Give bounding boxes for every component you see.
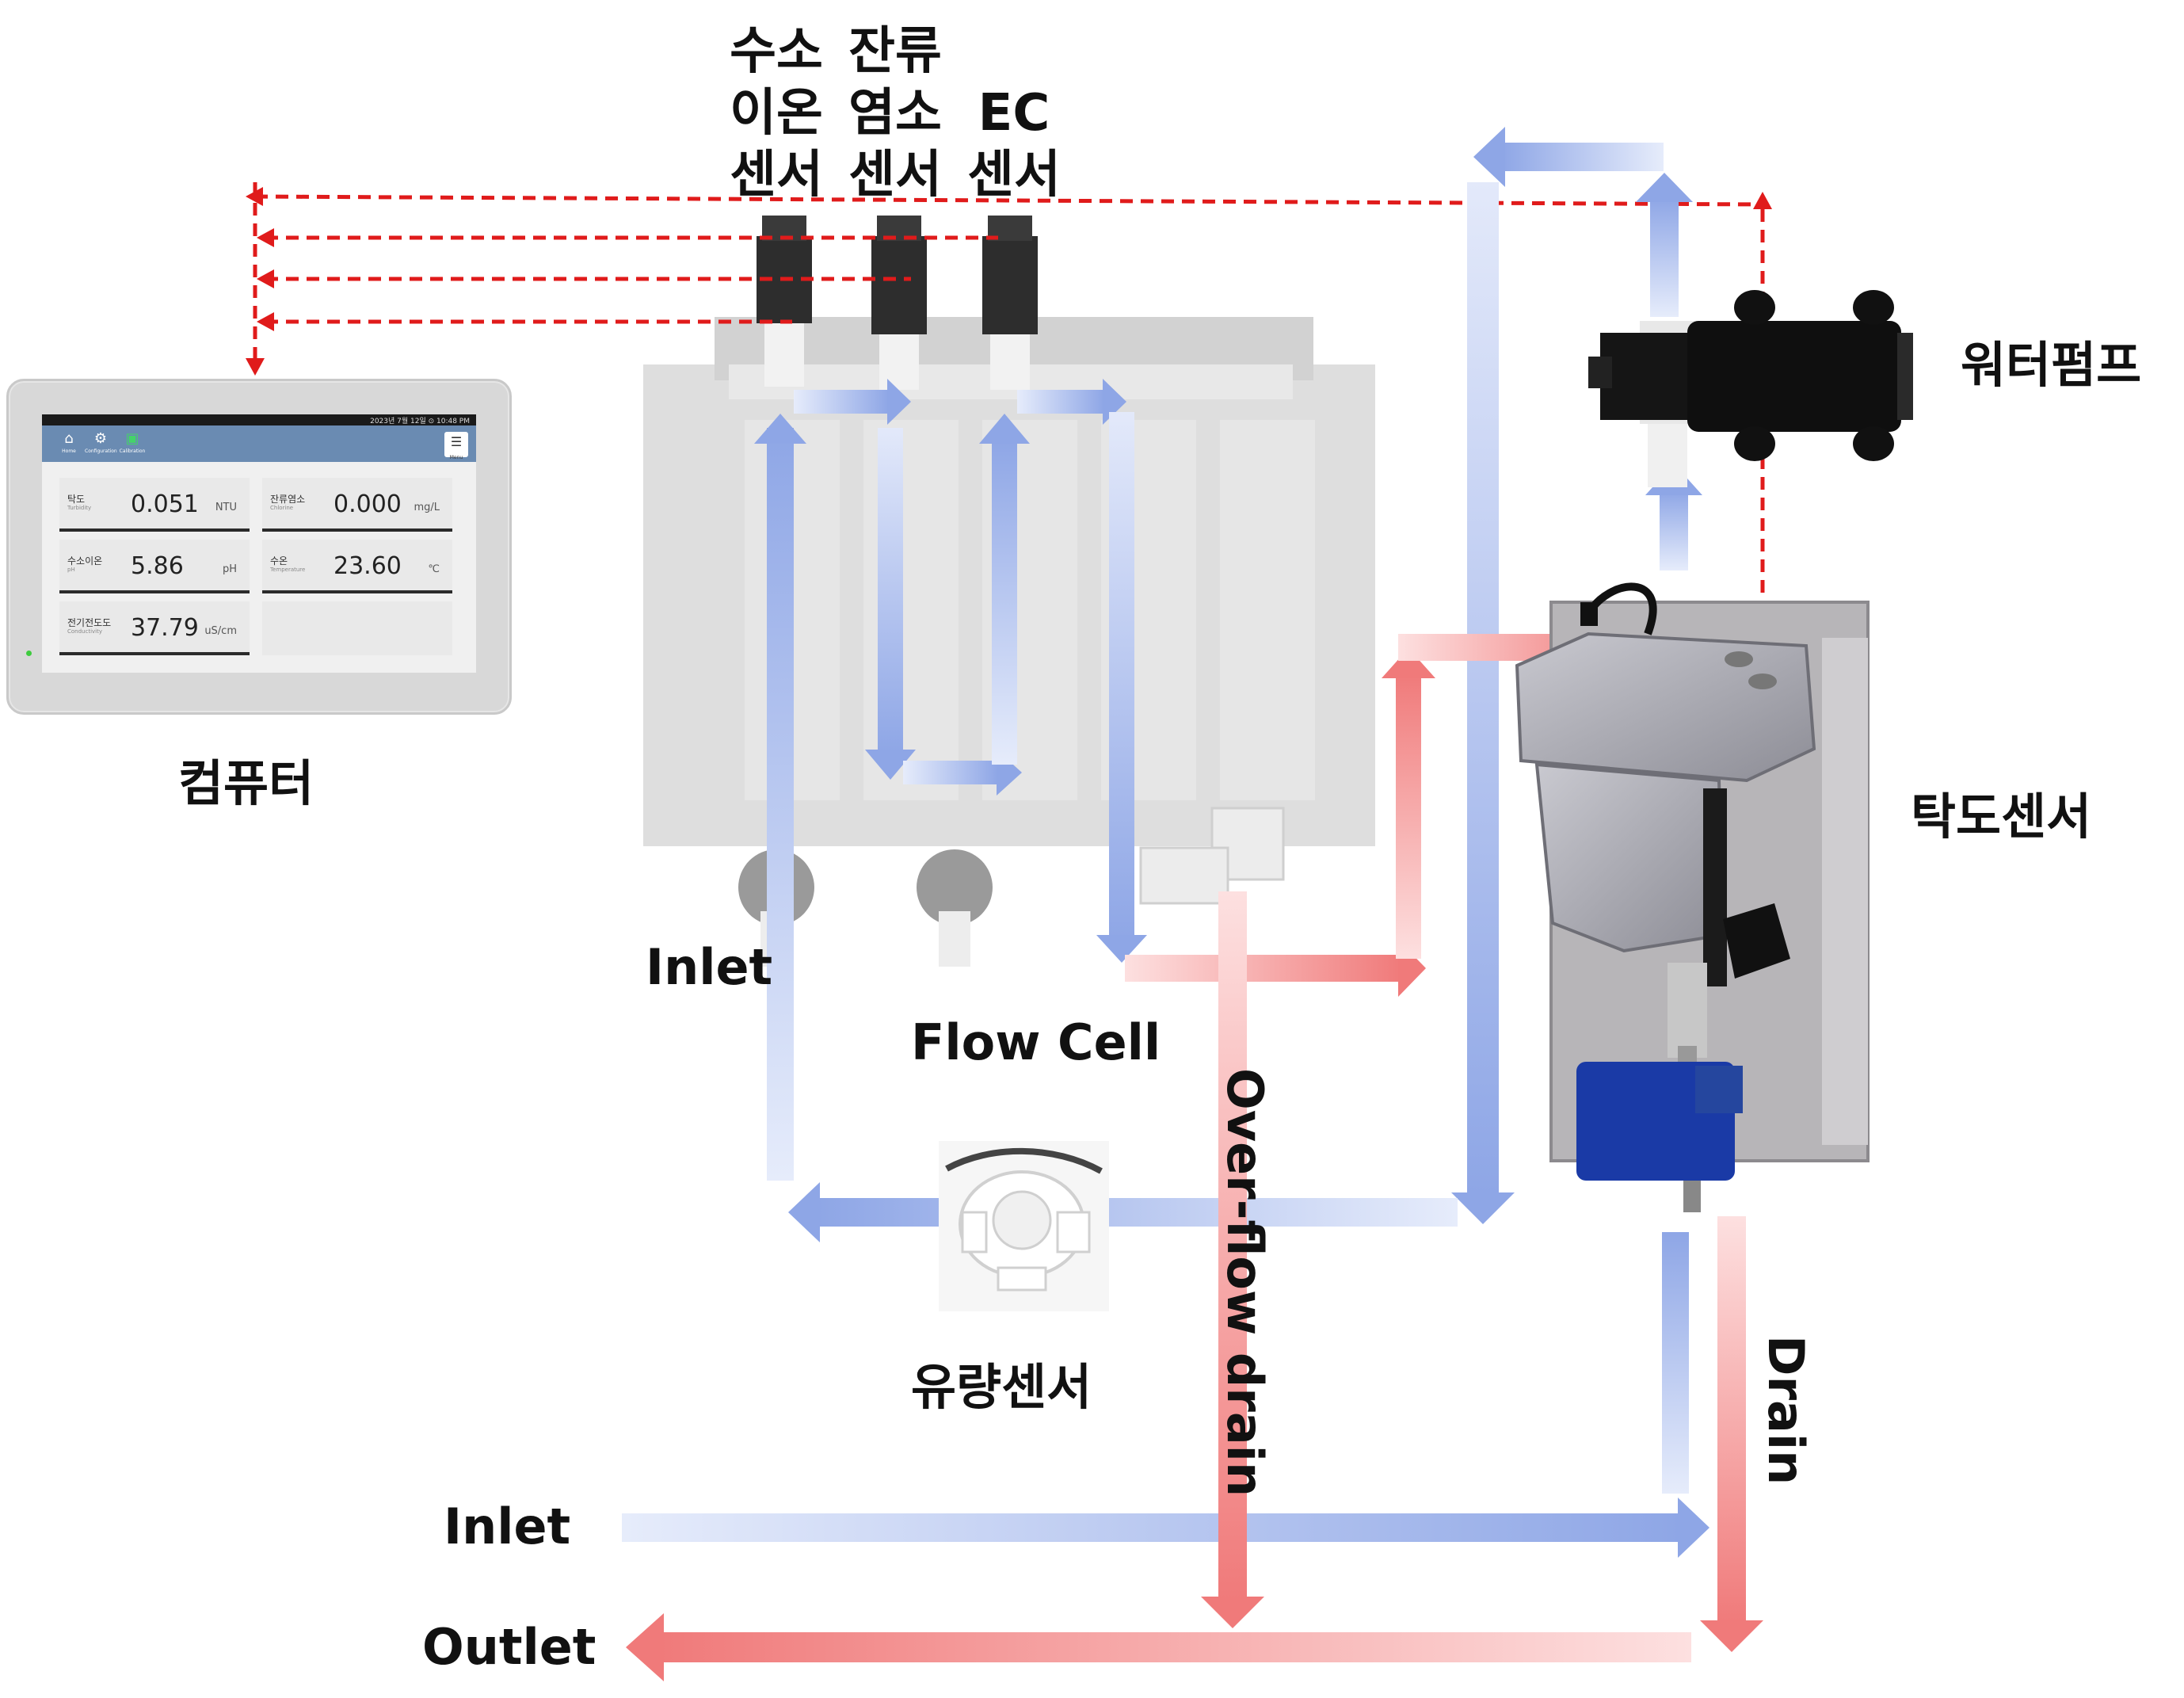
reading-card-conductivity: 전기전도도 Conductivity 37.79 uS/cm <box>59 601 250 655</box>
flow-sensor <box>939 1141 1109 1311</box>
reading-value: 0.000 <box>334 490 402 518</box>
status-text: 2023년 7월 12일 ⊙ 10:48 PM <box>370 415 470 425</box>
inlet-upper-label: Inlet <box>646 943 772 992</box>
reading-value: 37.79 <box>131 614 199 642</box>
drain-label: Drain <box>1761 1335 1810 1485</box>
reading-sub: Conductivity <box>67 628 102 635</box>
reading-card-empty <box>262 601 452 655</box>
overflow-drain-label: Over-flow drain <box>1220 1068 1269 1497</box>
ph-sensor-label: 수소 이온 센서 <box>713 21 840 206</box>
reading-sub: Temperature <box>270 567 305 573</box>
reading-unit: ℃ <box>428 563 440 575</box>
reading-value: 0.051 <box>131 490 199 518</box>
reading-unit: pH <box>223 563 237 575</box>
reading-sub: Chlorine <box>270 505 293 511</box>
power-led <box>26 651 32 656</box>
water-pump <box>1588 290 1913 487</box>
status-bar: 2023년 7월 12일 ⊙ 10:48 PM <box>42 414 476 425</box>
reading-name: 수온 <box>270 554 288 567</box>
reading-sub: Turbidity <box>67 505 91 511</box>
tablet-screen: 2023년 7월 12일 ⊙ 10:48 PM ⌂Home ⚙Configura… <box>42 414 476 673</box>
menu-button[interactable]: ☰Menu <box>444 432 468 457</box>
reading-unit: NTU <box>215 502 237 513</box>
turbidity-sensor-label: 탁도센서 <box>1911 792 2091 841</box>
reading-card-temperature: 수온 Temperature 23.60 ℃ <box>262 540 452 593</box>
reading-name: 잔류염소 <box>270 492 305 506</box>
home-icon[interactable]: ⌂Home <box>53 430 85 454</box>
reading-card-turbidity: 탁도 Turbidity 0.051 NTU <box>59 478 250 532</box>
flow-cell-label: Flow Cell <box>911 1018 1161 1067</box>
gear-icon[interactable]: ⚙Configuration <box>85 430 116 454</box>
ec-sensor-probe <box>982 216 1038 390</box>
reading-sub: pH <box>67 567 75 573</box>
reading-unit: mg/L <box>414 502 440 513</box>
reading-card-chlorine: 잔류염소 Chlorine 0.000 mg/L <box>262 478 452 532</box>
reading-unit: uS/cm <box>204 625 237 637</box>
reading-name: 탁도 <box>67 492 85 506</box>
reading-value: 5.86 <box>131 552 184 580</box>
reading-card-ph: 수소이온 pH 5.86 pH <box>59 540 250 593</box>
tablet-navbar: ⌂Home ⚙Configuration ▣Calibration ☰Menu <box>42 425 476 462</box>
calibration-icon[interactable]: ▣Calibration <box>116 430 148 454</box>
inlet-lower-label: Inlet <box>444 1502 570 1551</box>
lower-inlet-flow <box>622 1232 1709 1558</box>
turbidity-sensor <box>1517 586 1868 1212</box>
ec-sensor-label: EC 센서 <box>951 21 1077 206</box>
flow-sensor-label: 유량센서 <box>911 1363 1092 1412</box>
outlet-label: Outlet <box>422 1623 596 1672</box>
reading-name: 수소이온 <box>67 554 102 567</box>
chlorine-sensor-label: 잔류 염소 센서 <box>832 21 959 206</box>
reading-name: 전기전도도 <box>67 616 111 629</box>
computer-tablet: 2023년 7월 12일 ⊙ 10:48 PM ⌂Home ⚙Configura… <box>6 379 512 715</box>
reading-value: 23.60 <box>334 552 402 580</box>
ph-sensor-probe <box>757 216 812 387</box>
computer-label: 컴퓨터 <box>178 759 314 808</box>
water-pump-label: 워터펌프 <box>1961 341 2141 390</box>
chlorine-sensor-probe <box>871 216 927 390</box>
